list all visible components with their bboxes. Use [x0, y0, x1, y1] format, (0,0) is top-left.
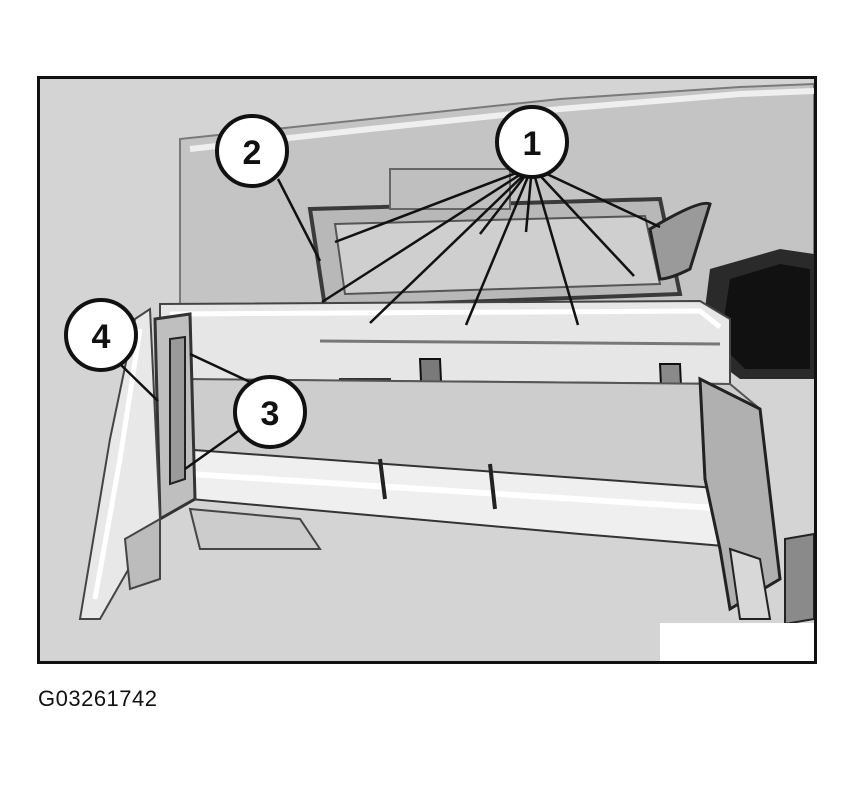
- callout-1-leaders: [321, 165, 661, 326]
- figure-id-caption: G03261742: [38, 686, 158, 711]
- dashboard-illustration: 1 2 3 4: [37, 76, 817, 664]
- callout-4: 4: [64, 298, 138, 372]
- callout-4-label: 4: [92, 318, 111, 356]
- callout-4-leader: [119, 363, 159, 402]
- callout-2: 2: [215, 114, 289, 188]
- callout-2-leader: [276, 178, 322, 262]
- callout-2-label: 2: [243, 134, 262, 172]
- callout-3-label: 3: [261, 395, 280, 433]
- callout-1-label: 1: [523, 125, 542, 163]
- callout-1: 1: [495, 105, 569, 179]
- callout-3: 3: [233, 375, 307, 449]
- blank-corner-patch: [660, 623, 814, 661]
- dashboard-drawing: 1 2 3 4: [40, 79, 814, 661]
